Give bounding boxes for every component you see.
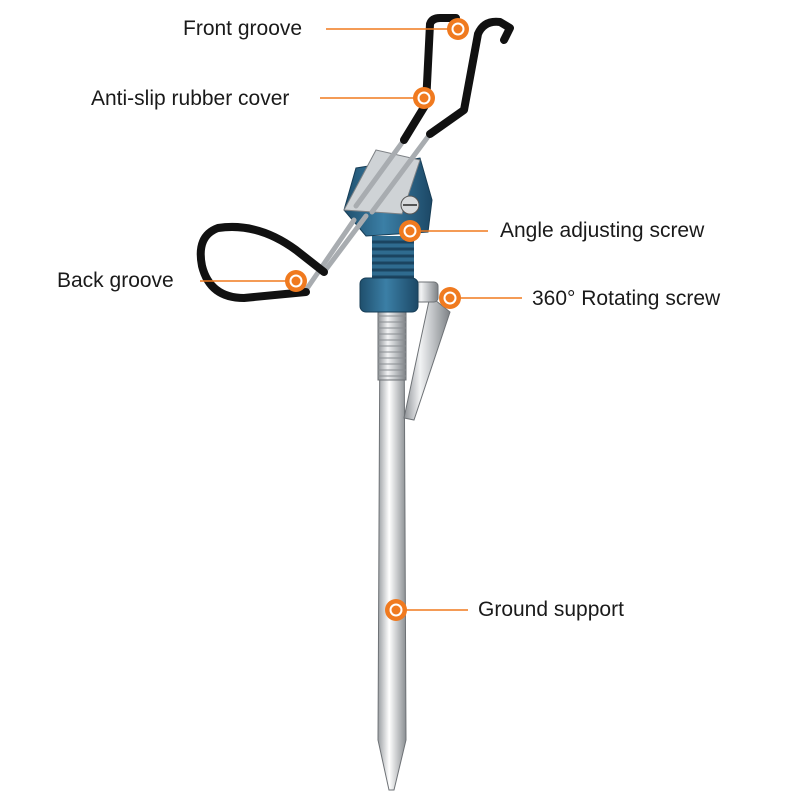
back-arm-wires	[303, 213, 369, 293]
label-rotating-screw: 360° Rotating screw	[532, 287, 721, 310]
marker-back-groove	[285, 270, 307, 292]
label-angle-adjusting-screw: Angle adjusting screw	[500, 219, 705, 242]
back-groove-rubber	[196, 222, 328, 302]
threaded-neck	[372, 236, 414, 282]
marker-anti-slip	[413, 87, 435, 109]
front-groove-rubber	[400, 14, 514, 144]
label-front-groove: Front groove	[183, 17, 303, 40]
knurled-grip	[377, 309, 407, 381]
front-arm-wires	[353, 131, 433, 215]
rotating-collar	[359, 277, 419, 313]
marker-ground-support	[385, 599, 407, 621]
label-ground-support: Ground support	[478, 598, 624, 621]
label-anti-slip-rubber-cover: Anti-slip rubber cover	[91, 87, 290, 110]
label-back-groove: Back groove	[57, 269, 174, 292]
ground-support-spike	[377, 309, 407, 791]
marker-rotating-screw	[439, 287, 461, 309]
marker-angle-screw	[399, 220, 421, 242]
marker-front-groove	[447, 18, 469, 40]
